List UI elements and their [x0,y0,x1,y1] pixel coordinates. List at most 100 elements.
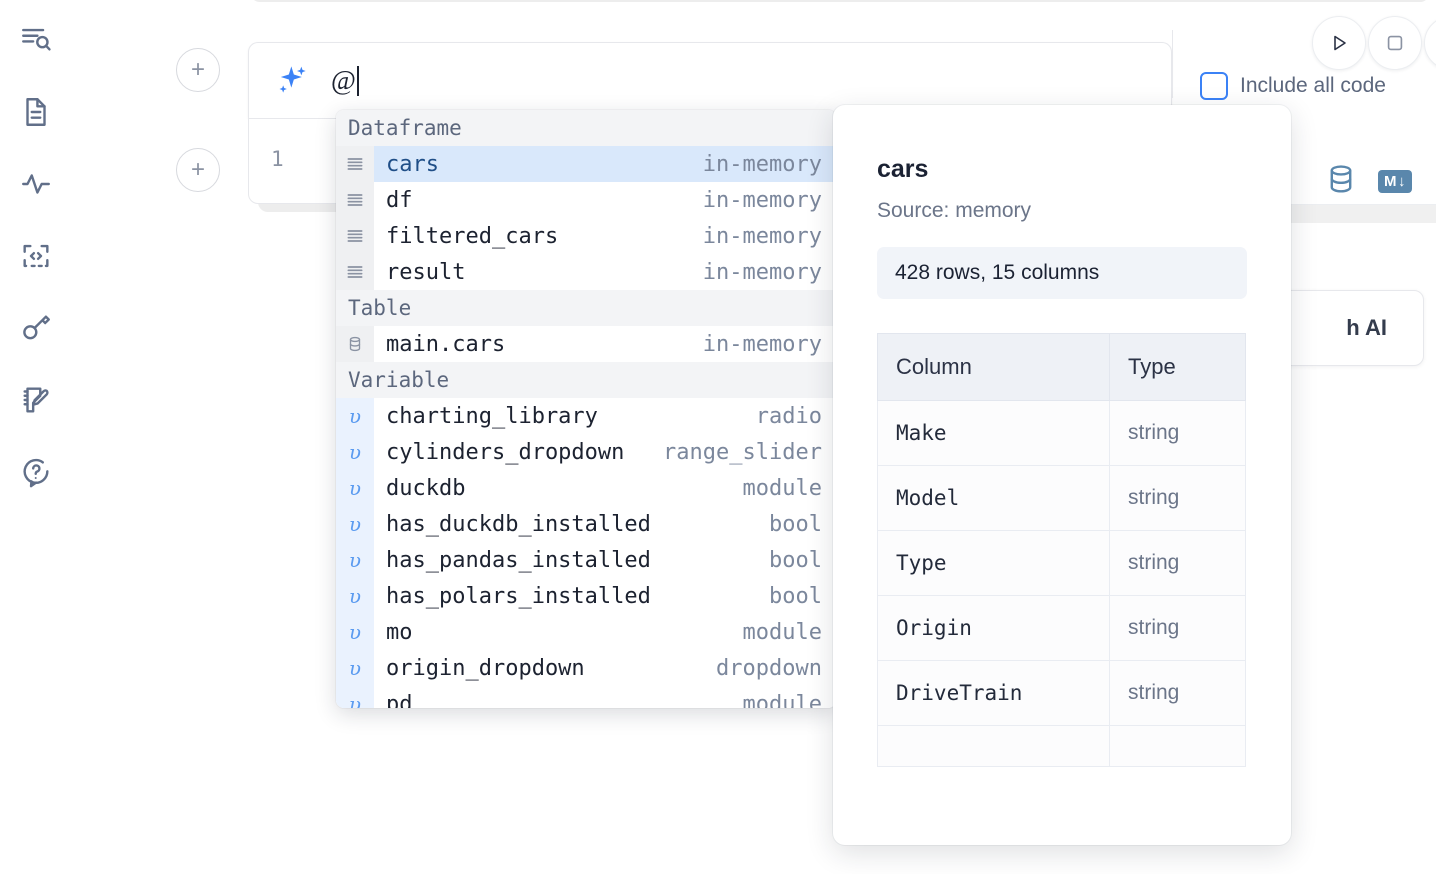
variable-icon: υ [336,506,374,542]
autocomplete-item[interactable]: main.cars in-memory [336,326,836,362]
autocomplete-item-name: has_polars_installed [386,583,651,609]
include-all-code-row[interactable]: Include all code [1200,72,1386,100]
autocomplete-item-name: filtered_cars [386,223,559,249]
autocomplete-item-name: charting_library [386,403,598,429]
table-column-header: Column [877,333,1110,401]
preview-title: cars [877,155,929,183]
variable-icon: υ [336,542,374,578]
column-name-cell: Model [877,465,1110,531]
add-cell-above-button[interactable]: + [176,48,220,92]
column-type-cell: string [1109,400,1246,466]
autocomplete-item[interactable]: υ has_pandas_installed bool [336,542,836,578]
table-icon [336,326,374,362]
sparkles-icon [271,61,311,101]
left-icon-rail [0,0,72,874]
line-number: 1 [271,147,284,171]
activity-icon[interactable] [14,162,58,206]
autocomplete-item-name: duckdb [386,475,466,501]
variable-icon: υ [336,398,374,434]
column-type-cell: string [1109,660,1246,726]
variable-icon: υ [336,434,374,470]
autocomplete-item-name: has_duckdb_installed [386,511,651,537]
autocomplete-item-type: in-memory [702,331,822,357]
secrets-key-icon[interactable] [14,306,58,350]
autocomplete-item-type: bool [769,547,822,573]
autocomplete-item[interactable]: filtered_cars in-memory [336,218,836,254]
autocomplete-item-name: cars [386,151,439,177]
autocomplete-item-type: radio [755,403,822,429]
text-caret [357,66,360,96]
add-cell-label: + [190,156,205,183]
markdown-badge-letter: M [1384,173,1397,190]
table-row [877,725,1246,767]
include-all-code-label: Include all code [1240,74,1386,97]
explore-icon[interactable] [14,18,58,62]
variable-icon: υ [336,470,374,506]
autocomplete-item-name: pd [386,691,413,709]
autocomplete-item[interactable]: cars in-memory [336,146,836,182]
column-type-cell: string [1109,530,1246,596]
scratchpad-icon[interactable] [14,378,58,422]
markdown-badge[interactable]: M ↓ [1378,170,1412,193]
dataframe-icon [336,182,374,218]
cell-underline [1172,204,1436,205]
dataframe-icon [336,218,374,254]
variable-icon: υ [336,614,374,650]
column-name-cell: Make [877,400,1110,466]
autocomplete-item-type: in-memory [702,151,822,177]
autocomplete-item[interactable]: υ charting_library radio [336,398,836,434]
dataframe-icon [336,146,374,182]
run-button[interactable] [1312,16,1366,70]
autocomplete-item-name: cylinders_dropdown [386,439,625,465]
include-all-code-checkbox[interactable] [1200,72,1228,100]
column-type-cell [1109,725,1246,767]
ai-prompt-value: @ [331,65,357,95]
autocomplete-item-type: range_slider [663,439,822,465]
database-icon[interactable] [1324,162,1358,201]
autocomplete-item-type: module [742,475,822,501]
markdown-badge-arrow: ↓ [1398,173,1406,190]
autocomplete-item-type: in-memory [702,187,822,213]
autocomplete-item-name: main.cars [386,331,506,357]
stop-button[interactable] [1368,16,1422,70]
column-name-cell: Origin [877,595,1110,661]
autocomplete-item-name: has_pandas_installed [386,547,651,573]
autocomplete-item-type: module [742,619,822,645]
autocomplete-item-type: in-memory [702,223,822,249]
autocomplete-item-name: mo [386,619,413,645]
column-name-cell: Type [877,530,1110,596]
ai-prompt-input[interactable]: @ [331,65,360,96]
preview-source: Source: memory [877,199,1032,222]
add-cell-below-button[interactable]: + [176,148,220,192]
file-icon[interactable] [14,90,58,134]
previous-cell-stub [250,0,1430,2]
autocomplete-group-header: Variable [336,362,836,398]
autocomplete-item[interactable]: υ cylinders_dropdown range_slider [336,434,836,470]
autocomplete-item-type: module [742,691,822,709]
autocomplete-item-name: origin_dropdown [386,655,585,681]
autocomplete-item-name: result [386,259,466,285]
variable-icon: υ [336,578,374,614]
dataframe-icon [336,254,374,290]
autocomplete-group-header: Dataframe [336,110,836,146]
column-type-cell: string [1109,465,1246,531]
more-actions-button[interactable] [1424,16,1436,70]
snippets-icon[interactable] [14,234,58,278]
help-icon[interactable] [14,450,58,494]
